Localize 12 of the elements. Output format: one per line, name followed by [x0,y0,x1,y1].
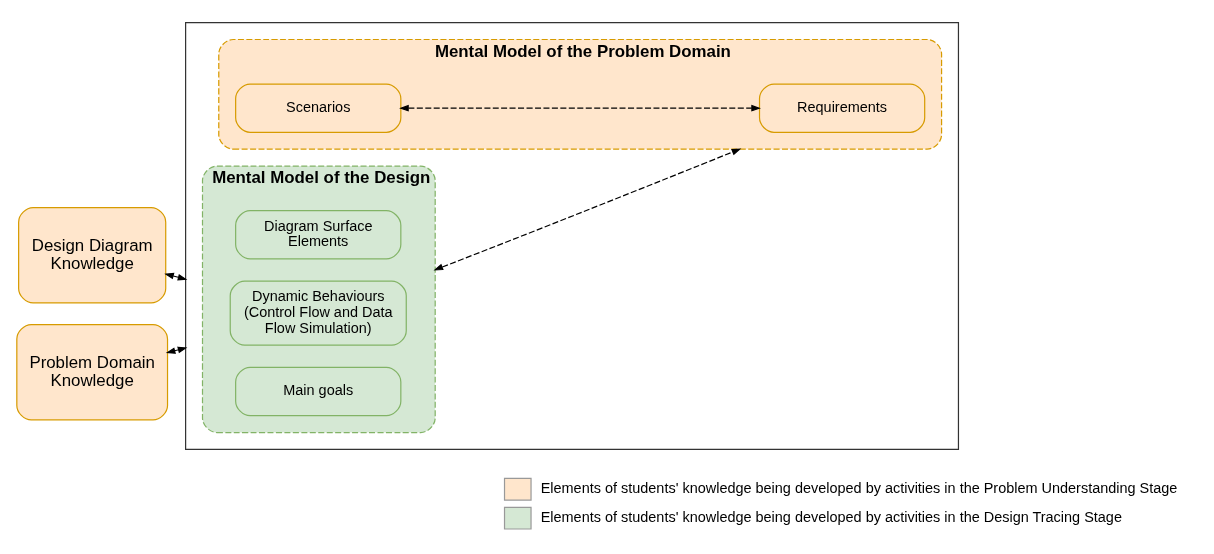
node-box: Diagram Surface Elements [235,210,402,260]
node-box: Design Diagram Knowledge [18,207,167,304]
legend-label: Elements of students' knowledge being developed by activities in the Problem Understanding Stage [540,479,1178,496]
arrow [399,104,761,112]
arrow [433,148,742,271]
node-box: Scenarios [235,83,402,133]
node-box: Requirements [758,83,926,133]
cluster [185,22,960,450]
node-box: Problem Domain Knowledge [16,324,169,421]
node-box: Dynamic Behaviours (Control Flow and Data Flow Simulation) [229,280,407,346]
node-box: Main goals [235,366,402,417]
legend-label: Elements of students' knowledge being developed by activities in the Design Tracing Stage [540,508,1122,525]
